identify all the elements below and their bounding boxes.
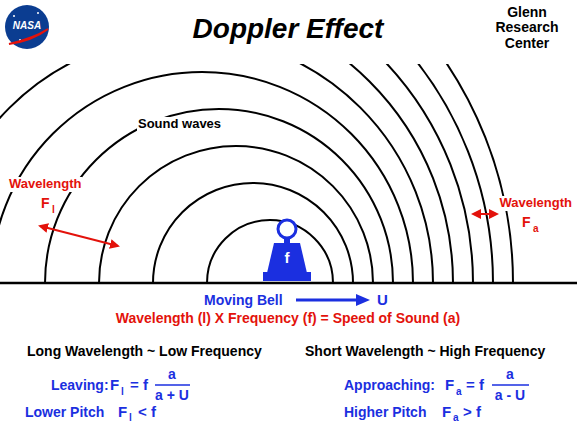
frequency-subscript: l [120, 386, 125, 398]
diagram-title: Doppler Effect [192, 13, 385, 45]
bell-rim [263, 272, 311, 281]
wave-front [207, 220, 333, 283]
wave-equation: Wavelength (l) X Frequency (f) = Speed o… [115, 310, 461, 326]
frequency-subscript: a [455, 386, 463, 398]
pitch-label: Higher Pitch [343, 404, 427, 420]
motion-arrow [296, 299, 360, 302]
equation-operator: = f [129, 376, 149, 393]
bell-neck [284, 237, 290, 243]
fraction-numerator: a [505, 366, 515, 382]
nasa-logo [5, 5, 49, 49]
equation-operator: = f [465, 376, 485, 393]
frequency-symbol: F [444, 376, 455, 393]
case-label: Approaching: [343, 377, 436, 393]
fraction-bar [492, 384, 529, 386]
frequency-subscript: l [51, 204, 56, 216]
case-label: Leaving: [50, 377, 110, 393]
wave-front [0, 72, 413, 283]
bell-body [267, 243, 307, 273]
frequency-subscript: l [128, 412, 133, 424]
wave-label: Sound waves [137, 117, 222, 132]
bell-handle [278, 220, 296, 238]
wave-front [99, 146, 373, 283]
wave-front [0, 64, 453, 283]
relation-note: Long Wavelength ~ Low Frequency [26, 343, 263, 359]
fraction-denominator: a + U [154, 387, 190, 403]
wave-front [0, 64, 493, 283]
equation-operator: < f [137, 403, 157, 420]
wave-front [153, 183, 353, 283]
wave-front [0, 64, 513, 283]
velocity-symbol: U [376, 291, 389, 308]
wave-front [45, 109, 393, 283]
sound-waves [0, 64, 513, 283]
frequency-symbol: F [441, 403, 452, 420]
frequency-subscript: a [532, 223, 540, 235]
frequency-subscript: a [452, 412, 460, 424]
source-label: Moving Bell [203, 292, 284, 308]
wave-front [0, 64, 433, 283]
wavelength-arrow [40, 226, 118, 246]
frequency-symbol: F [40, 195, 51, 211]
bell-frequency: f [284, 249, 291, 266]
wave-front [0, 64, 473, 283]
logo-text: NASA [12, 20, 42, 32]
frequency-symbol: F [117, 403, 128, 420]
logo-star [13, 15, 15, 17]
relation-note: Short Wavelength ~ High Frequency [304, 343, 546, 359]
wavelength-arrow [473, 213, 497, 215]
logo-swoosh [9, 29, 48, 44]
frequency-symbol: F [109, 376, 120, 393]
logo-star [37, 12, 39, 14]
wavelength-label: Wavelength [8, 177, 82, 192]
ground-line [0, 282, 577, 285]
pitch-label: Lower Pitch [24, 404, 105, 420]
fraction-denominator: a - U [494, 387, 526, 403]
organization-name: Glenn Research Center [494, 5, 559, 51]
fraction-bar [155, 384, 190, 386]
equation-operator: > f [462, 403, 482, 420]
fraction-numerator: a [167, 366, 177, 382]
frequency-symbol: F [521, 214, 532, 230]
wavelength-label: Wavelength [499, 196, 573, 211]
